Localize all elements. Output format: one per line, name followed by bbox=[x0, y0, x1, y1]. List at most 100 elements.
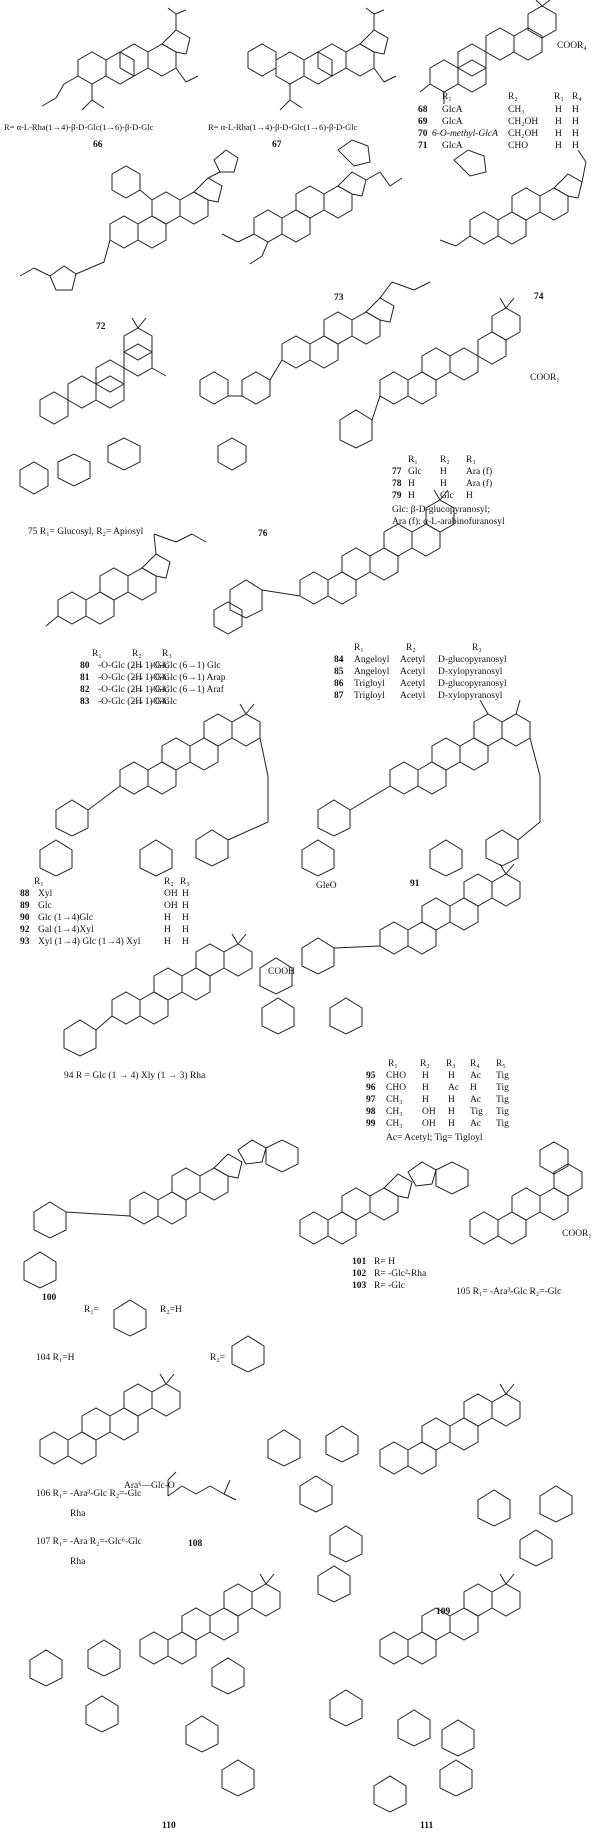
table-cell: 88 bbox=[20, 889, 30, 899]
structure-68-71 bbox=[419, 0, 557, 104]
table-cell: D-xylopyranosyl bbox=[438, 667, 503, 677]
table-cell: 92 bbox=[20, 925, 30, 935]
table-cell: H bbox=[470, 1083, 477, 1093]
structure-95-99 bbox=[259, 863, 521, 1035]
table-cell: OH bbox=[422, 1119, 436, 1129]
table-cell: -O-Glc (2→1) Glc bbox=[98, 697, 169, 707]
table-cell: H bbox=[448, 1095, 455, 1105]
table-cell: D-glucopyranosyl bbox=[438, 655, 507, 665]
table-cell: CH₃ bbox=[508, 105, 525, 115]
structure-101-103 bbox=[299, 1161, 469, 1245]
structure-108 bbox=[167, 1471, 237, 1501]
table-cell: Tig bbox=[470, 1107, 483, 1117]
table-cell: H bbox=[164, 937, 171, 947]
table-cell: -H bbox=[132, 661, 143, 671]
table-cell: 96 bbox=[366, 1083, 376, 1093]
table-cell: CH₂OH bbox=[508, 129, 539, 139]
table-cell: H bbox=[422, 1083, 429, 1093]
structure-80-83 bbox=[45, 533, 207, 627]
caption-106-rha: Rha bbox=[70, 1509, 86, 1519]
table-cell: Trigloyl bbox=[354, 679, 385, 689]
table-cell: 70 bbox=[418, 129, 428, 139]
table-cell: 90 bbox=[20, 913, 30, 923]
table-cell: R₃ bbox=[162, 649, 172, 659]
table-cell: -O-Glc bbox=[150, 697, 177, 707]
structure-88-93 bbox=[39, 703, 269, 877]
table-cell: R₂ bbox=[132, 649, 142, 659]
table-cell: Ac bbox=[470, 1071, 482, 1081]
number-76: 76 bbox=[258, 529, 268, 539]
structure-110 bbox=[29, 1573, 281, 1797]
table-cell: 103 bbox=[352, 1281, 367, 1291]
table-cell: 98 bbox=[366, 1107, 376, 1117]
table-cell: 78 bbox=[392, 479, 402, 489]
table-cell: 97 bbox=[366, 1095, 376, 1105]
table-cell: R₁ bbox=[92, 649, 102, 659]
table-cell: CH₃ bbox=[386, 1107, 403, 1117]
table-cell: 101 bbox=[352, 1257, 367, 1267]
table-cell: -O-Glc (6→1) Glc bbox=[150, 661, 221, 671]
table-cell: H bbox=[448, 1119, 455, 1129]
structure-84-87 bbox=[213, 489, 455, 635]
table-cell: H bbox=[164, 925, 171, 935]
table-cell: H bbox=[555, 141, 562, 151]
structure-111 bbox=[329, 1573, 521, 1813]
table-cell: Gal (1→4)Xyl bbox=[38, 925, 94, 935]
label-cooh-94: COOH bbox=[268, 967, 295, 977]
table-cell: Glc (1→4)Glc bbox=[38, 913, 94, 923]
label-100-r2: R₂=H bbox=[160, 1305, 182, 1315]
table-cell: R₃ bbox=[554, 92, 564, 102]
table-cell: Ac bbox=[470, 1095, 482, 1105]
label-104-r2: R₂= bbox=[210, 1353, 226, 1363]
structure-77-79 bbox=[339, 297, 521, 449]
table-cell: 87 bbox=[334, 691, 344, 701]
structure-105 bbox=[469, 1141, 583, 1245]
caption-108-substituent: Ara⁶—Glc-O bbox=[124, 1481, 175, 1491]
table-cell: H bbox=[572, 129, 579, 139]
table-cell: R= -Glc²-Rha bbox=[374, 1269, 427, 1279]
table-cell: R₄ bbox=[572, 92, 582, 102]
table-cell: H bbox=[448, 1071, 455, 1081]
table-cell: R₁ bbox=[34, 877, 44, 887]
number-111: 111 bbox=[420, 1821, 434, 1831]
number-108: 108 bbox=[188, 1539, 203, 1549]
table-cell: R₂ bbox=[406, 643, 416, 653]
number-91: 91 bbox=[410, 879, 420, 889]
caption-104: 104 R₁=H bbox=[36, 1353, 75, 1363]
number-74: 74 bbox=[534, 292, 544, 302]
table-cell: R₂ bbox=[164, 877, 174, 887]
table-cell: H bbox=[555, 105, 562, 115]
table-cell: CHO bbox=[386, 1083, 407, 1093]
table-cell: Tig bbox=[496, 1119, 509, 1129]
table-cell: Glc bbox=[440, 491, 454, 501]
label-100-r1: R₁= bbox=[84, 1305, 100, 1315]
table-cell: 93 bbox=[20, 937, 30, 947]
table-cell: R= -Glc bbox=[374, 1281, 405, 1291]
table-cell: R₃ bbox=[472, 643, 482, 653]
structure-94 bbox=[63, 933, 253, 1057]
table-cell: R₃ bbox=[180, 877, 190, 887]
table-cell: Tig bbox=[496, 1071, 509, 1081]
table-cell: R₂ bbox=[420, 1059, 430, 1069]
label-coor1-105: COOR₁ bbox=[562, 1229, 592, 1239]
table-cell: 6-O-methyl-GlcA bbox=[432, 129, 498, 139]
number-66: 66 bbox=[93, 140, 103, 150]
structure-74 bbox=[439, 149, 587, 247]
caption-107: 107 R₁= -Ara R₂=-Glc⁶-Glc bbox=[36, 1537, 142, 1547]
table-cell: R₅ bbox=[496, 1059, 506, 1069]
table-cell: Xyl (1→4) Glc (1→4) Xyl bbox=[38, 937, 141, 947]
table-cell: H bbox=[182, 925, 189, 935]
table-cell: H bbox=[440, 467, 447, 477]
caption-107-rha: Rha bbox=[70, 1557, 86, 1567]
table-cell: 89 bbox=[20, 901, 30, 911]
table-cell: 82 bbox=[80, 685, 90, 695]
table-cell: OH bbox=[164, 901, 178, 911]
caption-75: 75 R₁= Glucosyl, R₂= Apiosyl bbox=[28, 527, 144, 537]
table-cell: -O-Glc (2→1) Glc bbox=[98, 685, 169, 695]
structure-75 bbox=[19, 317, 167, 495]
table-cell: Ara (f) bbox=[466, 479, 493, 489]
table-cell: Glc bbox=[408, 467, 422, 477]
structure-67 bbox=[247, 7, 397, 111]
table-cell: CHO bbox=[386, 1071, 407, 1081]
table-cell: H bbox=[408, 491, 415, 501]
